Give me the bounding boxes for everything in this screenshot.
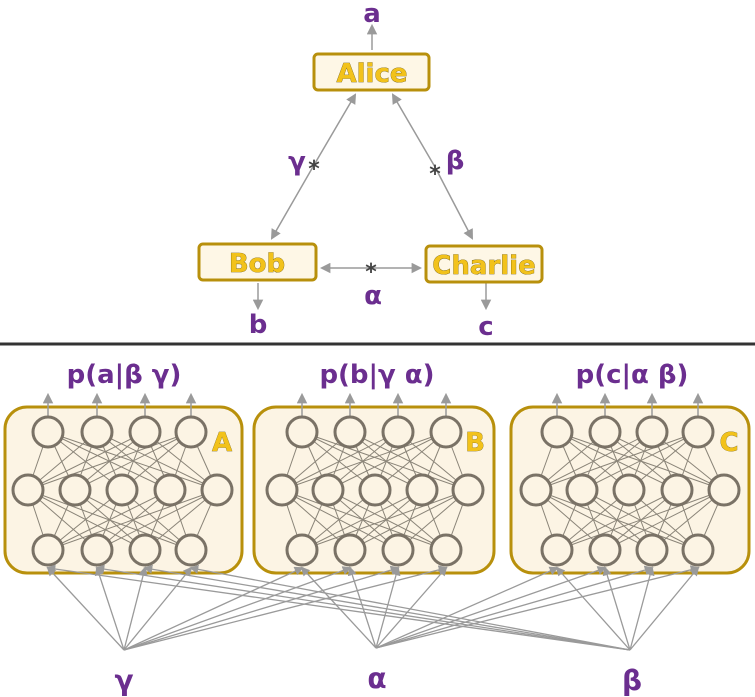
gamma-input-wire (46, 566, 125, 651)
output-neuron (381, 415, 415, 449)
output-b-label: b (249, 310, 268, 340)
hidden-neuron (105, 473, 139, 507)
beta-input-wire (629, 566, 700, 651)
output-neuron (429, 415, 463, 449)
source-wiring (46, 564, 700, 651)
gamma-source-label: γ (114, 664, 133, 697)
alpha-input-wire (347, 566, 377, 649)
gamma-source-marker: * (308, 157, 320, 182)
alpha-input-wire (375, 565, 700, 649)
hidden-neuron (200, 473, 234, 507)
output-a-label: a (363, 0, 381, 29)
charlie-node: Charlie (424, 244, 544, 284)
input-neuron (681, 533, 715, 567)
beta-source-label: β (622, 664, 642, 697)
input-neuron (540, 533, 574, 567)
network-c-output-label: p(c|α β) (576, 360, 689, 390)
input-neuron (588, 533, 622, 567)
hidden-neuron (265, 473, 299, 507)
output-neuron (681, 415, 715, 449)
alpha-input-wire (375, 566, 607, 649)
hidden-neuron (612, 473, 646, 507)
hidden-neuron (358, 473, 392, 507)
gamma-input-wire (123, 565, 448, 651)
output-neuron (588, 415, 622, 449)
input-neuron (333, 533, 367, 567)
gamma-to-bob-arrow (270, 164, 315, 240)
alpha-input-wire (375, 566, 401, 649)
beta-to-alice-arrow (391, 93, 436, 168)
network-b-output-label: p(b|γ α) (319, 360, 434, 390)
output-neuron (285, 415, 319, 449)
alpha-source-marker: * (365, 260, 377, 285)
alpha-input-wire (300, 566, 377, 649)
output-neuron (80, 415, 114, 449)
input-neuron (429, 533, 463, 567)
beta-input-wire (143, 564, 631, 651)
output-neuron (31, 415, 65, 449)
hidden-neuron (58, 473, 92, 507)
alpha-source-label: α (367, 662, 386, 695)
network-a-output-label: p(a|β γ) (67, 360, 182, 390)
network-b: p(b|γ α) B (252, 360, 496, 575)
output-neuron (174, 415, 208, 449)
network-a-letter: A (212, 428, 232, 458)
input-neuron (128, 533, 162, 567)
beta-label: β (446, 146, 465, 176)
network-c: p(c|α β) C (509, 360, 751, 575)
beta-input-wire (189, 564, 631, 651)
alpha-label: α (364, 281, 382, 311)
hidden-neuron (660, 473, 694, 507)
charlie-label: Charlie (432, 251, 535, 281)
beta-input-wire (555, 566, 631, 651)
beta-input-wire (629, 566, 655, 651)
hidden-neuron (405, 473, 439, 507)
output-neuron (635, 415, 669, 449)
input-neuron (174, 533, 208, 567)
hidden-neuron (153, 473, 187, 507)
input-neuron (635, 533, 669, 567)
alpha-input-wire (375, 565, 654, 649)
beta-to-charlie-arrow (434, 166, 473, 240)
hidden-neuron (519, 473, 553, 507)
beta-input-wire (95, 564, 631, 651)
hidden-neuron (311, 473, 345, 507)
beta-source-marker: * (429, 162, 441, 187)
gamma-input-wire (123, 566, 304, 651)
gamma-input-wire (123, 566, 352, 651)
hidden-neuron (565, 473, 599, 507)
alpha-input-wire (375, 566, 448, 649)
beta-input-wire (46, 564, 631, 651)
output-neuron (333, 415, 367, 449)
output-neuron (540, 415, 574, 449)
neural-network-section: p(a|β γ) Ap(b|γ α) Bp(c|α β) Cγ α β (3, 360, 751, 697)
output-c-label: c (478, 312, 493, 342)
beta-input-wire (602, 566, 631, 651)
triangle-network: * * * γ β α a b c Alice Bob Charlie (197, 0, 544, 342)
gamma-input-wire (94, 566, 125, 651)
input-neuron (80, 533, 114, 567)
network-a: p(a|β γ) A (3, 360, 244, 575)
alice-label: Alice (337, 59, 408, 89)
alice-node: Alice (312, 52, 431, 92)
input-neuron (31, 533, 65, 567)
hidden-neuron (11, 473, 45, 507)
bob-label: Bob (229, 249, 285, 279)
gamma-input-wire (123, 565, 400, 651)
gamma-input-wire (123, 566, 193, 651)
network-b-letter: B (465, 428, 485, 458)
alpha-input-wire (375, 566, 559, 649)
bob-node: Bob (197, 242, 318, 282)
gamma-label: γ (288, 147, 306, 177)
network-c-letter: C (719, 428, 738, 458)
output-neuron (128, 415, 162, 449)
input-neuron (381, 533, 415, 567)
hidden-neuron (707, 473, 741, 507)
input-neuron (285, 533, 319, 567)
gamma-to-alice-arrow (313, 93, 357, 166)
hidden-neuron (451, 473, 485, 507)
